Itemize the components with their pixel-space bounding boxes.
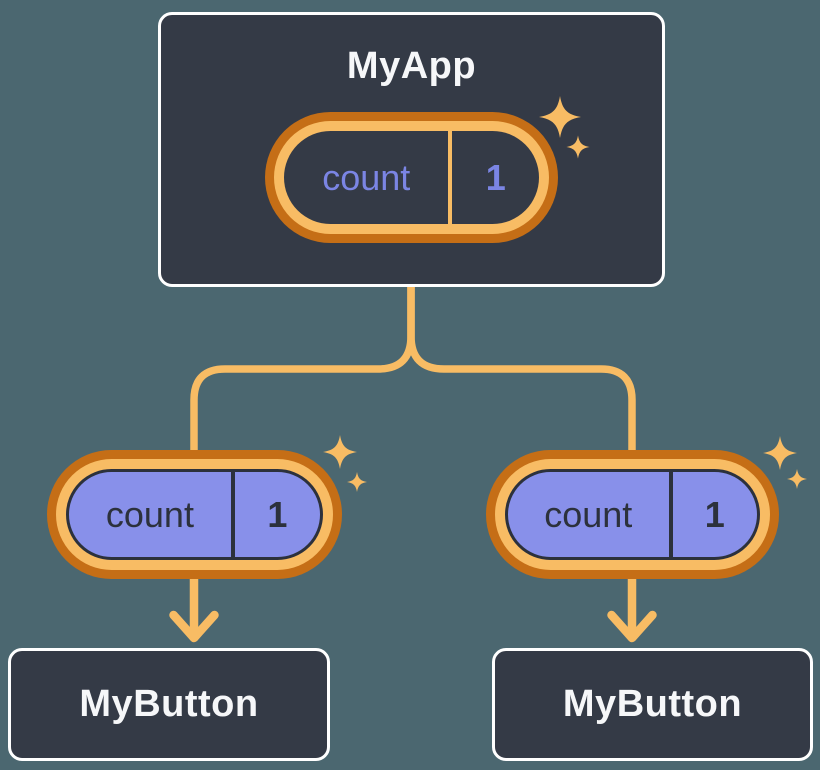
connector-branch-left <box>190 286 415 452</box>
arrow-down-icon <box>607 574 657 643</box>
arrow-down-icon <box>169 574 219 643</box>
component-title: MyApp <box>346 45 477 87</box>
prop-name-label: count <box>544 493 633 535</box>
state-pill: count 1 <box>265 112 558 243</box>
prop-pill-right: count 1 <box>486 450 779 579</box>
component-box-mybutton-left: MyButton <box>8 648 330 761</box>
state-name-label: count <box>322 156 411 198</box>
component-title: MyButton <box>79 683 259 725</box>
connector-branch-right <box>407 286 636 452</box>
state-value-label: 1 <box>448 131 539 224</box>
sparkle-icon <box>347 472 367 492</box>
prop-pill-ring: count 1 <box>495 459 770 570</box>
prop-pill-ring: count 1 <box>56 459 333 570</box>
sparkle-icon <box>787 469 807 489</box>
prop-value-label: 1 <box>230 472 320 557</box>
sparkle-icon <box>323 435 357 469</box>
component-box-mybutton-right: MyButton <box>492 648 813 761</box>
prop-value-label: 1 <box>668 472 757 557</box>
state-pill-ring: count 1 <box>274 121 549 234</box>
prop-name-label: count <box>105 493 194 535</box>
prop-pill-left: count 1 <box>47 450 342 579</box>
component-title: MyButton <box>562 683 743 725</box>
sparkle-icon <box>763 436 797 470</box>
